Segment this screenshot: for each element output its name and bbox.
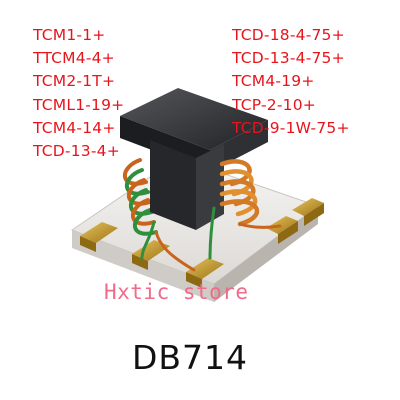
gold-pads — [80, 156, 324, 288]
part-number: TCM1-1+ — [33, 26, 106, 44]
ferrite-core — [120, 88, 268, 230]
part-number: TCD-9-1W-75+ — [232, 118, 350, 137]
part-number: TCML1-19+ — [33, 95, 125, 114]
part-number: TCD-18-4-75+ — [232, 26, 345, 44]
left-coil — [122, 158, 196, 272]
part-number: TCM4-19+ — [232, 72, 315, 91]
part-number: TCP-2-10+ — [232, 95, 316, 114]
right-coil — [208, 159, 282, 260]
part-number: TCD-13-4+ — [33, 142, 120, 161]
part-number-list-right: TCD-18-4-75+ TCD-13-4-75+ TCM4-19+ TCP-2… — [232, 24, 350, 140]
part-number: TCM2-1T+ — [33, 72, 116, 91]
part-number: TCD-13-4-75+ — [232, 49, 345, 68]
part-number: TCM4-14+ — [33, 118, 116, 137]
product-code: DB714 — [132, 338, 249, 377]
part-number: TTCM4-4+ — [33, 49, 115, 68]
part-number-list-left: TCM1-1+ TTCM4-4+ TCM2-1T+ TCML1-19+ TCM4… — [33, 24, 124, 163]
store-watermark: Hxtic store — [104, 280, 249, 304]
